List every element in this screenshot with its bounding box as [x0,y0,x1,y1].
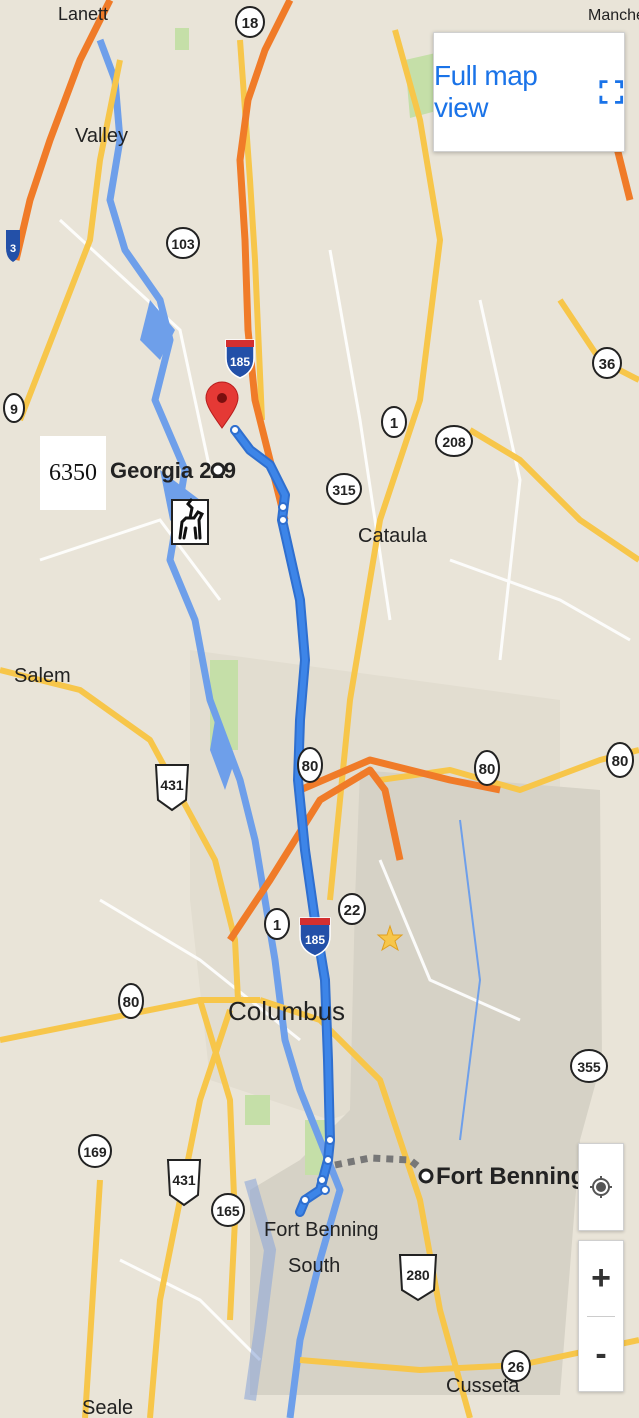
svg-text:18: 18 [242,15,259,32]
shield-i185-south: 185 [299,917,331,957]
label-fort-benning-south-1: Fort Benning [264,1219,379,1241]
svg-text:208: 208 [442,434,466,450]
horse-riding-icon[interactable] [171,498,209,545]
shield-431-south: 431 [166,1159,202,1207]
label-salem: Salem [14,665,71,687]
park-area [245,1095,270,1125]
shield-280: 280 [398,1254,438,1302]
label-cataula: Cataula [358,525,428,547]
minor-roads [39,218,631,1362]
map-pin-icon[interactable] [205,381,239,429]
svg-text:169: 169 [83,1144,107,1160]
svg-text:431: 431 [160,777,184,793]
svg-text:26: 26 [508,1359,525,1376]
svg-text:22: 22 [344,902,361,919]
label-columbus: Columbus [228,996,345,1026]
my-location-button[interactable] [578,1143,624,1231]
svg-text:280: 280 [406,1267,430,1283]
shield-169: 169 [78,1134,112,1168]
river-south [244,1178,277,1401]
label-fort-benning-south-2: South [288,1255,340,1277]
svg-text:9: 9 [10,401,18,417]
fort-benning-area [250,770,602,1395]
svg-text:80: 80 [123,994,140,1011]
shield-165: 165 [211,1193,245,1227]
shield-80-center: 80 [297,747,323,783]
label-manchester-partial: Manches [588,7,639,24]
svg-text:185: 185 [230,355,250,369]
shield-edge-top: 3 [6,230,20,262]
my-location-icon [590,1176,612,1198]
shield-i185-north: 185 [225,339,255,379]
lake [210,720,235,790]
origin-dot[interactable] [210,462,226,478]
walking-segment [334,1154,423,1171]
zoom-divider [587,1316,615,1317]
shield-80-west: 80 [118,983,144,1019]
shield-1-north: 1 [381,406,407,438]
park-area [175,28,189,50]
svg-text:36: 36 [599,356,616,373]
creek [459,819,482,1141]
label-cusseta: Cusseta [446,1375,520,1397]
shield-315: 315 [326,473,362,505]
shield-22: 22 [338,893,366,925]
label-fort-benning: Fort Benning [436,1163,585,1190]
label-lanett: Lanett [58,4,108,24]
shield-80-far-east: 80 [606,742,634,778]
svg-text:355: 355 [577,1059,601,1075]
shield-103: 103 [166,227,200,259]
shield-431-north: 431 [154,764,190,812]
full-map-view-label: Full map view [434,60,538,123]
shield-208: 208 [435,425,473,457]
svg-text:1: 1 [273,917,281,934]
zoom-out-button[interactable]: - [595,1334,607,1373]
elevation-label: 6350 [40,436,106,510]
shield-1-south: 1 [264,908,290,940]
zoom-in-button[interactable]: + [591,1258,611,1297]
full-map-view-button[interactable]: Full map view [433,32,625,152]
svg-text:1: 1 [390,415,398,432]
svg-text:80: 80 [612,753,629,770]
shield-edge-left: 9 [3,393,25,423]
driving-route[interactable] [232,427,333,1215]
shield-18: 18 [235,6,265,38]
svg-text:80: 80 [302,758,319,775]
label-valley: Valley [75,125,128,147]
destination-dot[interactable] [418,1168,434,1184]
svg-text:103: 103 [171,236,195,252]
svg-text:315: 315 [332,482,356,498]
route-waypoints [230,425,335,1205]
landmark-star-icon[interactable] [376,924,404,952]
expand-icon [599,80,624,104]
shield-80-east: 80 [474,750,500,786]
label-seale: Seale [82,1397,133,1418]
svg-text:3: 3 [10,243,16,255]
zoom-controls: + - [578,1240,624,1392]
interstates [12,0,634,942]
shield-355: 355 [570,1049,608,1083]
lake [140,300,175,360]
shields: 18 103 36 1 208 315 431 80 80 80 80 1 22… [3,6,634,1382]
svg-text:185: 185 [305,933,325,947]
svg-text:431: 431 [172,1172,196,1188]
shield-36: 36 [592,347,622,379]
svg-text:80: 80 [479,761,496,778]
svg-text:165: 165 [216,1203,240,1219]
shield-26: 26 [501,1350,531,1382]
